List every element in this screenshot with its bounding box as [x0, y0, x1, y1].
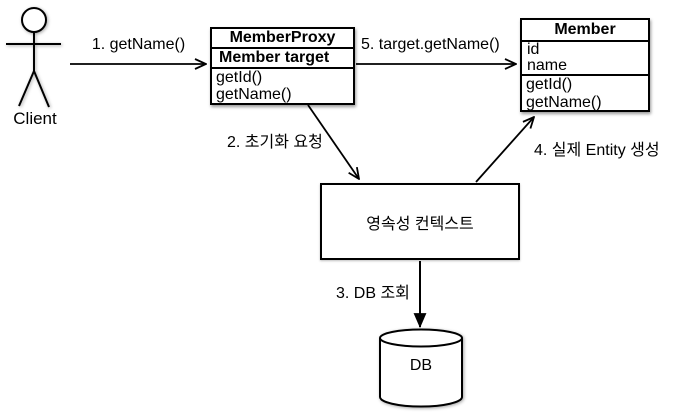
member-method-getname: getName() — [526, 94, 602, 111]
actor-label: Client — [13, 109, 57, 128]
member-class-attributes: id name — [522, 42, 648, 76]
step5-label: 5. target.getName() — [361, 36, 500, 53]
actor-icon — [6, 7, 61, 108]
step4-label: 4. 실제 Entity 생성 — [534, 142, 660, 159]
proxy-class-box: MemberProxy Member target getId() getNam… — [210, 27, 355, 105]
proxy-class-title: MemberProxy — [212, 29, 353, 49]
database-icon — [379, 328, 463, 408]
persistence-context-box: 영속성 컨텍스트 — [320, 183, 520, 260]
actor-right-leg — [33, 70, 50, 108]
actor-left-leg — [18, 70, 35, 107]
member-class-box: Member id name getId() getName() — [520, 18, 650, 112]
step2-label: 2. 초기화 요청 — [227, 134, 323, 151]
member-class-title: Member — [522, 20, 648, 42]
arrow-step4-line — [475, 117, 534, 183]
step3-label: 3. DB 조회 — [336, 285, 410, 302]
proxy-class-methods: getId() getName() — [212, 69, 353, 103]
proxy-class-field: Member target — [212, 49, 353, 69]
member-method-getid: getId() — [526, 76, 573, 93]
persistence-context-label: 영속성 컨텍스트 — [366, 215, 474, 233]
database-cylinder-body — [379, 338, 463, 408]
member-class-methods: getId() getName() — [522, 76, 648, 112]
actor-head — [21, 7, 47, 33]
database-cylinder-top — [379, 328, 463, 348]
member-attribute-id: id — [527, 41, 540, 58]
arrow-step2-line — [307, 104, 359, 179]
step1-label: 1. getName() — [91, 36, 186, 53]
database-label: DB — [409, 357, 433, 374]
proxy-method-getid: getId() — [216, 69, 263, 86]
proxy-method-getname: getName() — [216, 86, 292, 103]
member-attribute-name: name — [527, 57, 568, 74]
